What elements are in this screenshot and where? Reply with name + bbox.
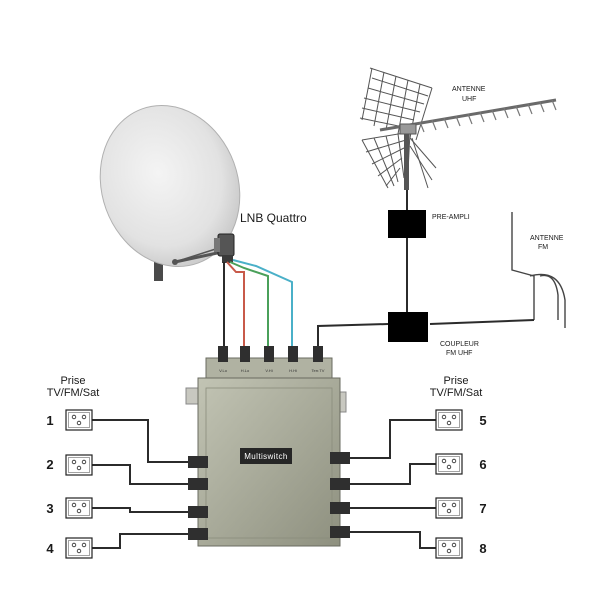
outlet-number-1: 1: [46, 413, 53, 428]
outlet-8: [435, 537, 463, 559]
output-cables: [92, 419, 436, 549]
outlet-number-6: 6: [479, 457, 486, 472]
svg-text:UHF: UHF: [462, 96, 476, 103]
output-ports-right: [330, 452, 350, 538]
prise-left-label: Prise TV/FM/Sat: [47, 375, 100, 399]
svg-text:TV/FM/Sat: TV/FM/Sat: [47, 387, 100, 399]
lnb-quattro-label: LNB Quattro: [240, 211, 307, 225]
outlet-7: [435, 497, 463, 519]
lnb-cable-3: [229, 261, 269, 350]
antenne-uhf-label: ANTENNE UHF: [452, 86, 486, 103]
svg-text:FM: FM: [538, 244, 548, 251]
fm-feed-cable: [429, 319, 535, 325]
cable-outlet-5: [350, 419, 436, 459]
lnb-cable-2: [226, 261, 245, 350]
cable-outlet-3: [92, 507, 188, 513]
svg-text:Terr.TV: Terr.TV: [312, 368, 325, 373]
svg-text:V.Hi: V.Hi: [265, 368, 272, 373]
lnb-quattro-head: [214, 233, 235, 263]
satellite-dish: [99, 105, 241, 281]
antenne-fm-label: ANTENNE FM: [530, 235, 564, 251]
multiswitch-wall-tab-left: [185, 387, 199, 405]
svg-text:H.Hi: H.Hi: [289, 368, 297, 373]
outlets-right: 5 6 7 8: [435, 409, 487, 559]
svg-text:ANTENNE: ANTENNE: [530, 235, 564, 242]
outlet-1: [65, 409, 93, 431]
coupleur-output-cable: [317, 323, 389, 350]
svg-text:ANTENNE: ANTENNE: [452, 86, 486, 93]
prise-right-label: Prise TV/FM/Sat: [430, 375, 483, 399]
outlet-number-8: 8: [479, 541, 486, 556]
outlet-number-7: 7: [479, 501, 486, 516]
cable-outlet-1: [92, 419, 188, 463]
input-port-vlo: V.Lo: [218, 346, 228, 373]
cable-outlet-8: [350, 531, 436, 549]
svg-text:COUPLEUR: COUPLEUR: [440, 341, 479, 348]
cable-outlet-4: [92, 533, 188, 549]
outlets-left: 1 2 3 4: [46, 409, 93, 559]
dish-arm: [174, 250, 223, 264]
fm-antenna: [511, 212, 566, 328]
outlet-6: [435, 453, 463, 475]
pre-ampli-box: [388, 210, 426, 238]
cable-outlet-2: [92, 464, 188, 485]
uhf-directors: [419, 99, 557, 133]
svg-text:Prise: Prise: [443, 375, 468, 387]
dish-reflector: [99, 105, 241, 267]
outlet-number-5: 5: [479, 413, 486, 428]
outlet-3: [65, 497, 93, 519]
multiswitch-unit: Multiswitch V.Lo H.Lo V.Hi H.Hi Terr.TV: [185, 346, 350, 547]
svg-text:H.Lo: H.Lo: [241, 368, 250, 373]
uhf-mast: [404, 128, 409, 190]
pre-ampli-label: PRE-AMPLI: [432, 214, 470, 221]
output-ports-left: [188, 456, 208, 540]
fm-dipole: [529, 273, 566, 328]
lnb-cable-4: [232, 259, 293, 350]
svg-text:FM UHF: FM UHF: [446, 350, 472, 357]
outlet-5: [435, 409, 463, 431]
outlet-4: [65, 537, 93, 559]
dish-mount-pole: [154, 255, 163, 281]
outlet-number-4: 4: [46, 541, 54, 556]
svg-text:V.Lo: V.Lo: [219, 368, 228, 373]
outlet-number-3: 3: [46, 501, 53, 516]
uhf-antenna: [359, 67, 557, 190]
svg-text:Prise: Prise: [60, 375, 85, 387]
lnb-cables: [223, 259, 293, 350]
multiswitch-label-plate: [240, 448, 292, 464]
multiswitch-label: Multiswitch: [244, 452, 288, 461]
coupleur-box: [388, 312, 428, 342]
input-port-hlo: H.Lo: [240, 346, 250, 373]
cable-outlet-6: [350, 463, 436, 485]
input-port-terr: Terr.TV: [312, 346, 325, 373]
svg-text:TV/FM/Sat: TV/FM/Sat: [430, 387, 483, 399]
fm-mast: [511, 212, 535, 320]
input-port-hhi: H.Hi: [288, 346, 298, 373]
outlet-number-2: 2: [46, 457, 53, 472]
input-port-vhi: V.Hi: [264, 346, 274, 373]
outlet-2: [65, 454, 93, 476]
coupleur-label: COUPLEUR FM UHF: [440, 341, 479, 357]
